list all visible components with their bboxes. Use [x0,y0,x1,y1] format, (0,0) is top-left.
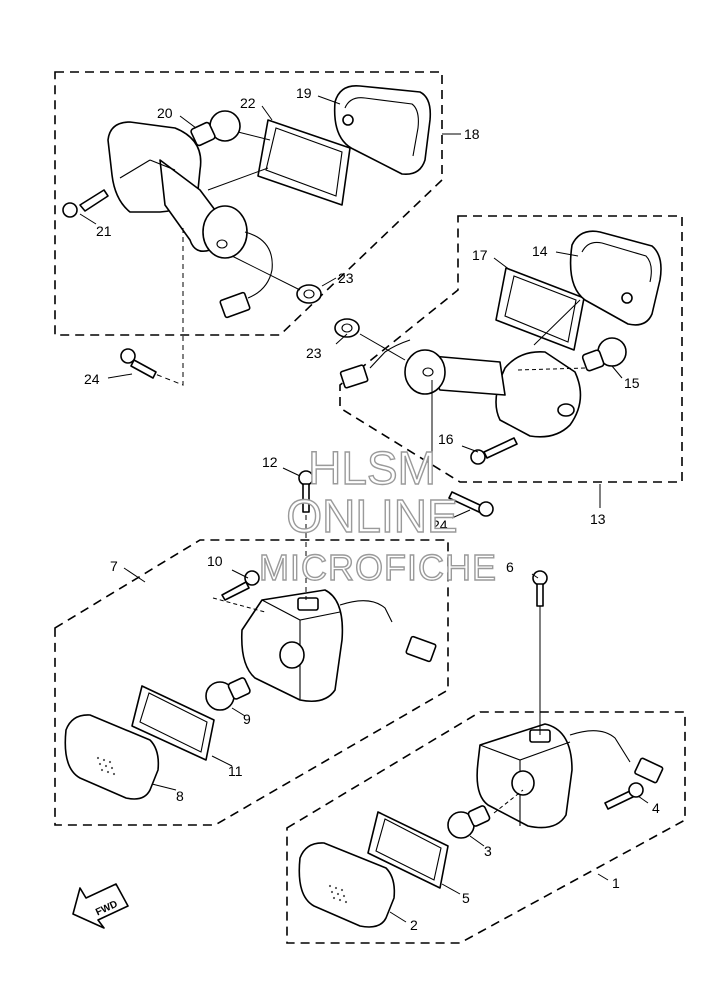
callout-17: 17 [472,247,488,263]
callout-8: 8 [176,788,184,804]
group-7-outline [54,539,449,826]
callout-2: 2 [410,917,418,933]
group-1-outline [286,711,686,944]
callout-5: 5 [462,890,470,906]
callout-14: 14 [532,243,548,259]
callout-11: 11 [228,763,243,779]
callout-12: 12 [262,454,278,470]
callout-19: 19 [296,85,312,101]
callout-4: 4 [652,800,660,816]
callout-22: 22 [240,95,256,111]
callout-23b: 23 [306,345,322,361]
callout-labels: 1 2 3 4 5 6 7 8 9 10 11 12 13 14 15 16 1… [84,85,660,933]
screw-24b [448,491,494,517]
callout-23a: 23 [338,270,354,286]
lens-2-texture [328,884,348,904]
callout-21: 21 [96,223,112,239]
lens-8-texture [96,756,116,776]
group-13-outline [339,215,683,483]
callout-7: 7 [110,558,118,574]
turn-signal-assy-18 [62,85,432,386]
watermark-line-3: MICROFICHE [259,547,497,588]
callout-18: 18 [464,126,480,142]
callout-20: 20 [157,105,173,121]
callout-9: 9 [243,711,251,727]
watermark: HLSM ONLINE MICROFICHE [258,441,497,588]
callout-1: 1 [612,875,620,891]
turn-signal-assy-1 [298,570,664,928]
group-18-outline [54,71,443,336]
turn-signal-assy-7 [64,470,437,800]
watermark-line-2: ONLINE [286,490,457,542]
callout-16: 16 [438,431,454,447]
callout-leaders [79,95,649,923]
fwd-arrow-icon: FWD [72,883,129,929]
callout-24b: 24 [432,517,448,533]
callout-3: 3 [484,843,492,859]
turn-signal-assy-13 [334,230,662,480]
watermark-line-1: HLSM [308,442,436,494]
callout-10: 10 [207,553,223,569]
callout-24a: 24 [84,371,100,387]
callout-13: 13 [590,511,606,527]
callout-6: 6 [506,559,514,575]
callout-15: 15 [624,375,640,391]
